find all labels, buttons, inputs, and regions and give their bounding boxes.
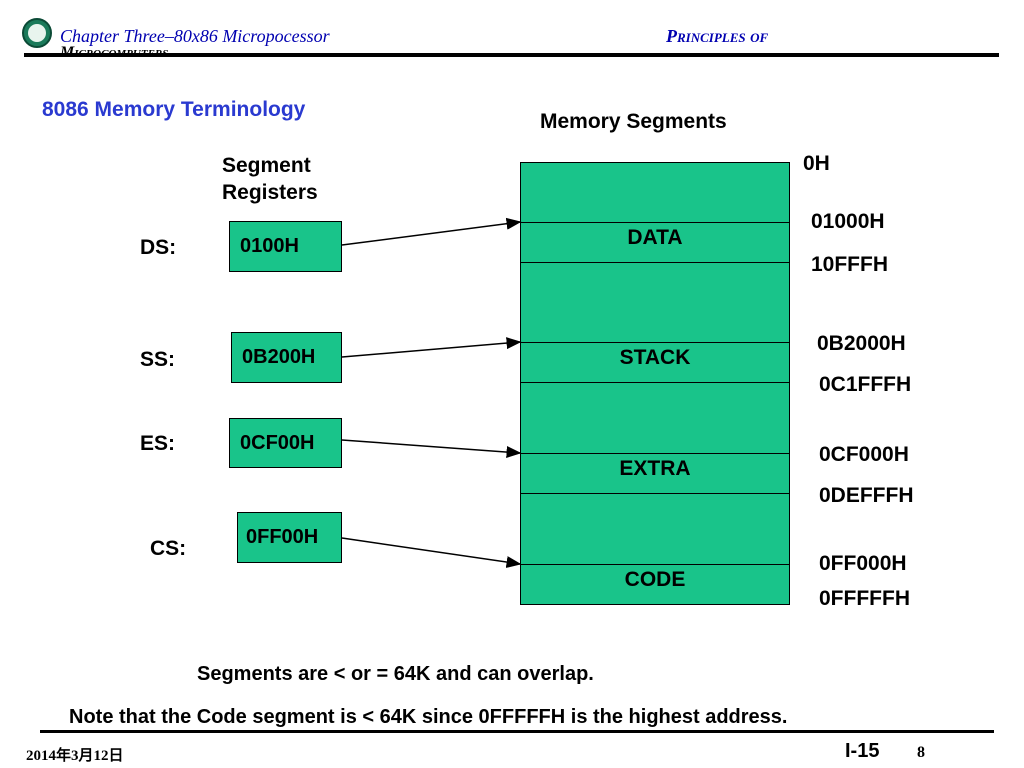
footer-slide-id: I-15: [845, 740, 880, 762]
address-extra-end: 0DEFFFH: [819, 484, 914, 507]
address-extra-start: 0CF000H: [819, 443, 909, 466]
register-box-ds: 0100H: [229, 221, 342, 272]
arrow-ss: [341, 337, 522, 358]
segment-stack: STACK: [520, 342, 790, 383]
address-data-start: 01000H: [811, 210, 885, 233]
arrow-ds: [341, 217, 522, 246]
footer-date: 2014年3月12日: [26, 748, 124, 764]
address-data-end: 10FFFH: [811, 253, 889, 276]
register-box-cs: 0FF00H: [237, 512, 342, 563]
header-book-line1: Principles of: [666, 26, 769, 46]
segment-registers-title: Segment Registers: [222, 152, 318, 206]
address-stack-end: 0C1FFFH: [819, 373, 912, 396]
register-label-ds: DS:: [140, 236, 177, 259]
footer-page-number: 8: [917, 744, 925, 761]
university-logo: [22, 18, 52, 48]
header-chapter: Chapter Three–80x86 Micropocessor: [60, 26, 330, 46]
address-code-end: 0FFFFFH: [819, 587, 910, 610]
slide-title: 8086 Memory Terminology: [42, 98, 306, 121]
register-box-ss: 0B200H: [231, 332, 342, 383]
arrow-cs: [341, 537, 522, 568]
address-top: 0H: [803, 152, 830, 175]
memory-segments-title: Memory Segments: [540, 110, 727, 133]
register-label-cs: CS:: [150, 537, 187, 560]
header-rule: [24, 53, 999, 57]
note-line1: Segments are < or = 64K and can overlap.: [197, 663, 594, 685]
segment-registers-title-line1: Segment: [222, 154, 311, 177]
register-label-es: ES:: [140, 432, 176, 455]
address-stack-start: 0B2000H: [817, 332, 906, 355]
segment-data: DATA: [520, 222, 790, 263]
note-line2: Note that the Code segment is < 64K sinc…: [69, 706, 788, 728]
register-label-ss: SS:: [140, 348, 176, 371]
address-code-start: 0FF000H: [819, 552, 907, 575]
segment-extra: EXTRA: [520, 453, 790, 494]
footer-rule: [40, 730, 994, 733]
segment-code: CODE: [520, 564, 790, 605]
segment-registers-title-line2: Registers: [222, 181, 318, 204]
arrow-es: [341, 439, 522, 459]
register-box-es: 0CF00H: [229, 418, 342, 468]
